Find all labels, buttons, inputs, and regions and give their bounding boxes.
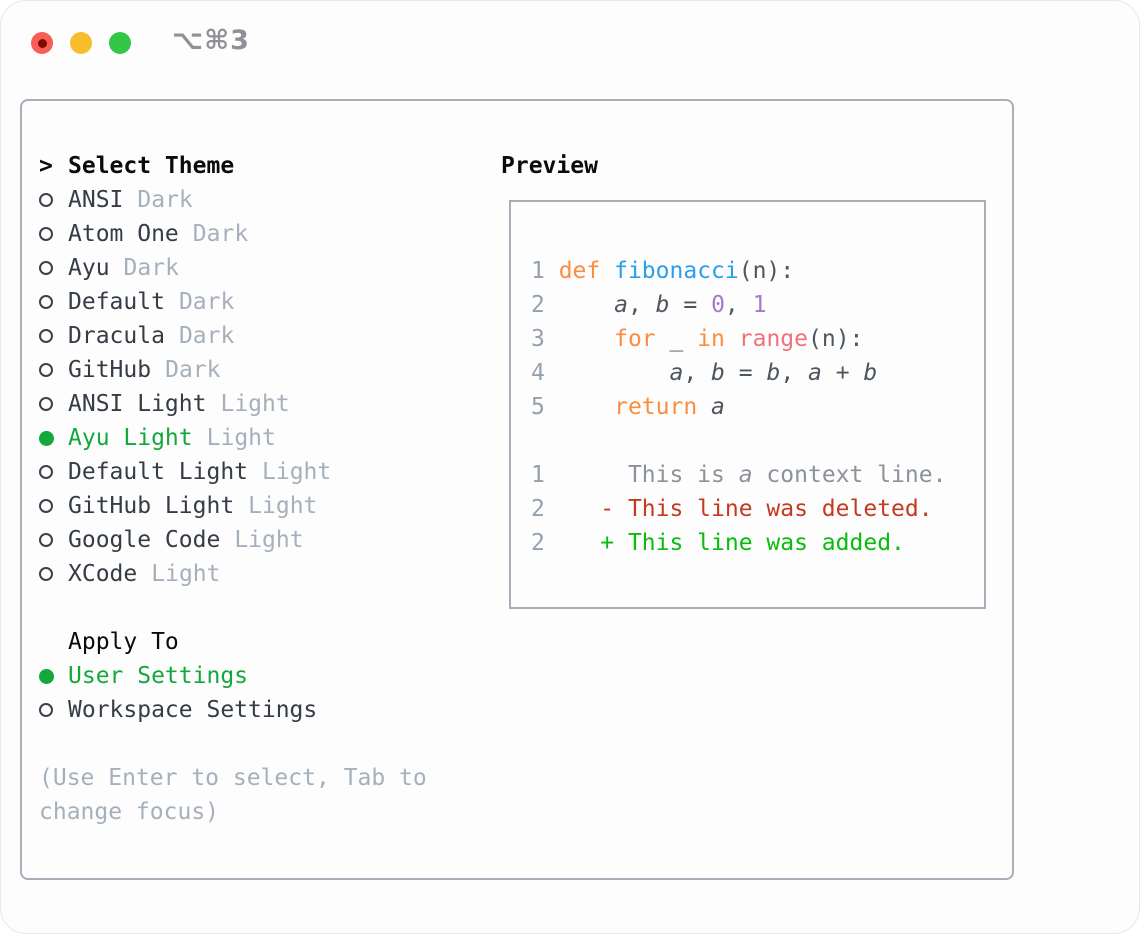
titlebar: ⌥⌘3 bbox=[1, 1, 1139, 99]
theme-variant-tag: Dark bbox=[137, 187, 193, 213]
code-line-4: 5 return a bbox=[531, 394, 725, 420]
line-number: 1 bbox=[531, 462, 559, 488]
apply-option-user-settings[interactable]: User Settings bbox=[39, 659, 501, 693]
theme-option-github-light[interactable]: GitHub Light Light bbox=[39, 489, 501, 523]
apply-option-label: User Settings bbox=[68, 663, 249, 689]
radio-icon bbox=[39, 227, 68, 241]
radio-icon bbox=[39, 567, 68, 581]
theme-option-ayu-light[interactable]: Ayu Light Light bbox=[39, 421, 501, 455]
theme-variant-tag: Dark bbox=[165, 357, 221, 383]
radio-icon bbox=[39, 703, 68, 717]
theme-option-ansi[interactable]: ANSI Dark bbox=[39, 183, 501, 217]
theme-option-label: Default Light bbox=[68, 459, 249, 485]
theme-variant-tag: Light bbox=[206, 425, 276, 451]
code-line-6: 1 This is a context line. bbox=[531, 462, 947, 488]
radio-icon bbox=[39, 397, 68, 411]
theme-variant-tag: Dark bbox=[192, 221, 249, 247]
radio-selected-icon bbox=[39, 430, 68, 446]
theme-variant-tag: Light bbox=[220, 391, 290, 417]
radio-icon bbox=[39, 295, 68, 309]
minimize-button[interactable] bbox=[70, 32, 92, 54]
theme-variant-tag: Dark bbox=[178, 323, 235, 349]
theme-option-label: Atom One bbox=[68, 221, 179, 247]
theme-option-ayu[interactable]: Ayu Dark bbox=[39, 251, 501, 285]
theme-option-label: GitHub bbox=[68, 357, 152, 383]
close-button[interactable] bbox=[31, 32, 53, 54]
code-block: 1 def fibonacci(n): 2 a, b = 0, 1 3 for _ … bbox=[531, 254, 984, 560]
code-line-2: 3 for _ in range(n): bbox=[531, 326, 864, 352]
apply-option-workspace-settings[interactable]: Workspace Settings bbox=[39, 693, 501, 727]
line-number: 1 bbox=[531, 258, 559, 284]
apply-to-header: Apply To bbox=[39, 625, 501, 659]
theme-option-label: Dracula bbox=[68, 323, 165, 349]
apply-option-label: Workspace Settings bbox=[68, 697, 318, 723]
theme-option-google-code[interactable]: Google Code Light bbox=[39, 523, 501, 557]
theme-option-ansi-light[interactable]: ANSI Light Light bbox=[39, 387, 501, 421]
radio-icon bbox=[39, 261, 68, 275]
preview-column: Preview 1 def fibonacci(n): 2 a, b = 0, 1… bbox=[501, 149, 1012, 878]
line-number: 2 bbox=[531, 530, 559, 556]
window-shortcut-label: ⌥⌘3 bbox=[172, 25, 250, 56]
theme-option-label: Ayu Light bbox=[68, 425, 193, 451]
theme-option-label: ANSI Light bbox=[68, 391, 207, 417]
theme-option-label: Ayu bbox=[68, 255, 110, 281]
keyboard-hint: (Use Enter to select, Tab to change focu… bbox=[39, 765, 427, 825]
select-theme-header: > Select Theme bbox=[39, 149, 501, 183]
theme-option-label: ANSI bbox=[68, 187, 124, 213]
theme-variant-tag: Dark bbox=[123, 255, 179, 281]
theme-option-label: GitHub Light bbox=[68, 493, 235, 519]
theme-option-default-light[interactable]: Default Light Light bbox=[39, 455, 501, 489]
theme-option-github[interactable]: GitHub Dark bbox=[39, 353, 501, 387]
theme-option-dracula[interactable]: Dracula Dark bbox=[39, 319, 501, 353]
code-line-0: 1 def fibonacci(n): bbox=[531, 258, 795, 284]
radio-icon bbox=[39, 329, 68, 343]
code-line-7: 2 - This line was deleted. bbox=[531, 496, 933, 522]
zoom-button[interactable] bbox=[109, 32, 131, 54]
traffic-lights bbox=[1, 1, 131, 54]
line-number bbox=[531, 428, 559, 454]
select-theme-title: Select Theme bbox=[68, 153, 235, 179]
line-number: 3 bbox=[531, 326, 559, 352]
line-number: 5 bbox=[531, 394, 559, 420]
theme-option-default[interactable]: Default Dark bbox=[39, 285, 501, 319]
theme-option-label: Default bbox=[68, 289, 165, 315]
theme-option-label: Google Code bbox=[68, 527, 221, 553]
line-number: 2 bbox=[531, 292, 559, 318]
preview-box: 1 def fibonacci(n): 2 a, b = 0, 1 3 for _ … bbox=[509, 200, 986, 609]
theme-option-xcode[interactable]: XCode Light bbox=[39, 557, 501, 591]
radio-icon bbox=[39, 363, 68, 377]
radio-icon bbox=[39, 499, 68, 513]
radio-icon bbox=[39, 533, 68, 547]
theme-variant-tag: Dark bbox=[178, 289, 235, 315]
line-number: 2 bbox=[531, 496, 559, 522]
radio-selected-icon bbox=[39, 668, 68, 684]
code-line-3: 4 a, b = b, a + b bbox=[531, 360, 878, 386]
line-number: 4 bbox=[531, 360, 559, 386]
radio-icon bbox=[39, 465, 68, 479]
theme-variant-tag: Light bbox=[262, 459, 332, 485]
preview-title: Preview bbox=[501, 153, 598, 179]
theme-option-atom-one[interactable]: Atom One Dark bbox=[39, 217, 501, 251]
theme-variant-tag: Light bbox=[248, 493, 318, 519]
code-line-1: 2 a, b = 0, 1 bbox=[531, 292, 767, 318]
apply-to-title: Apply To bbox=[68, 629, 179, 655]
theme-variant-tag: Light bbox=[151, 561, 221, 587]
theme-variant-tag: Light bbox=[234, 527, 304, 553]
radio-icon bbox=[39, 193, 68, 207]
theme-option-label: XCode bbox=[68, 561, 138, 587]
prompt-caret-icon: > bbox=[39, 153, 53, 179]
code-line-5 bbox=[531, 424, 984, 458]
code-line-8: 2 + This line was added. bbox=[531, 530, 905, 556]
